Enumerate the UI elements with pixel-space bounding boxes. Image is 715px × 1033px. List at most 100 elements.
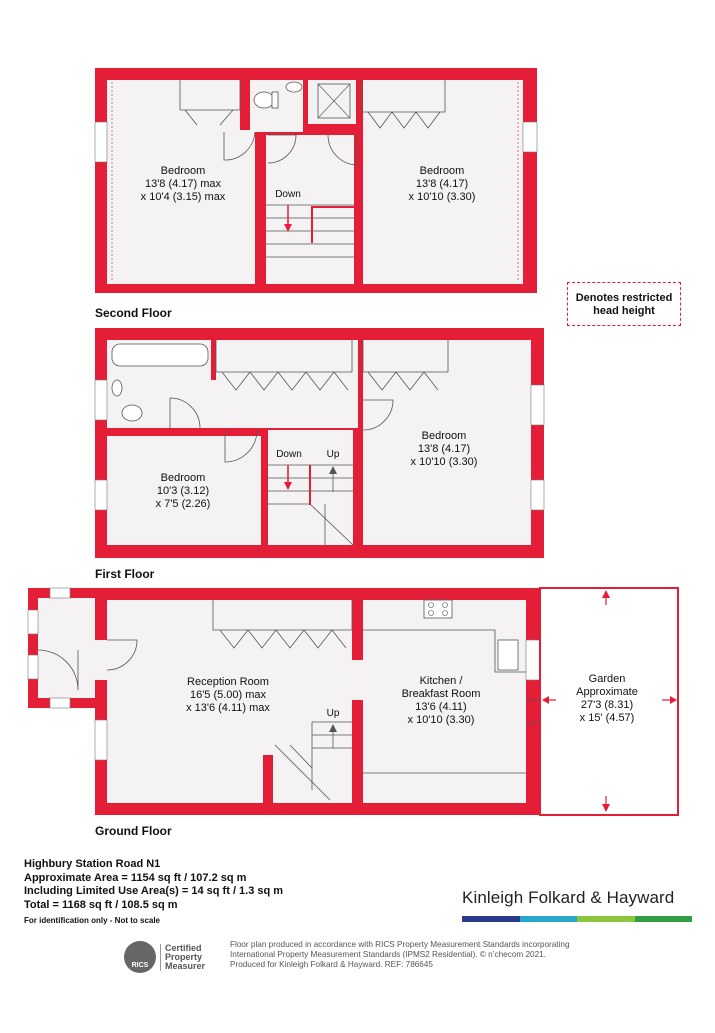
room-name: Breakfast Room <box>402 688 481 700</box>
arrow-down-icon <box>602 804 610 812</box>
floor-title: First Floor <box>95 567 155 581</box>
room-dimensions: x 10'10 (3.30) <box>408 714 475 726</box>
room-dimensions: 10'3 (3.12) <box>157 485 209 497</box>
room-name: Bedroom <box>420 165 465 177</box>
room-dimensions: 27'3 (8.31) <box>581 699 633 711</box>
second-floor-bedroom-right <box>363 80 523 284</box>
restricted-height-legend-box <box>567 282 681 326</box>
door-icon <box>224 429 258 463</box>
sink-icon <box>497 639 519 671</box>
address: Highbury Station Road N1 <box>24 858 161 870</box>
first-floor-bedroom-right <box>363 340 531 545</box>
wardrobe-icon <box>215 340 353 391</box>
arrow-down-icon <box>284 224 292 232</box>
door-icon <box>267 134 297 164</box>
room-name: Bedroom <box>422 430 467 442</box>
garden <box>539 587 679 816</box>
wardrobe-icon <box>362 340 449 391</box>
reception-room <box>107 600 352 803</box>
window-icon <box>530 479 545 511</box>
brand-color-bars <box>462 916 692 922</box>
bath-icon <box>111 343 209 367</box>
room-dimensions: x 13'6 (4.11) max <box>186 702 270 714</box>
arrow-left-icon <box>542 696 549 704</box>
first-floor-landing <box>213 340 358 428</box>
floor-plan-drawing: Bedroom 13'8 (4.17) max x 10'4 (3.15) ma… <box>27 68 679 838</box>
window-icon <box>94 479 108 511</box>
kitchen-worktop <box>363 629 526 774</box>
front-door-icon <box>37 649 79 691</box>
scale-note: For identification only - Not to scale <box>24 916 161 925</box>
brand-bar <box>462 916 520 922</box>
toilet-icon <box>253 91 275 109</box>
disclaimer: Floor plan produced in accordance with R… <box>230 940 570 969</box>
property-info: Highbury Station Road N1 Approximate Are… <box>24 858 283 928</box>
stairs-label: Down <box>276 449 302 460</box>
door-icon <box>106 639 138 671</box>
basin-icon <box>111 379 123 397</box>
second-floor-shower-room <box>306 80 356 124</box>
room-dimensions: x 7'5 (2.26) <box>156 498 211 510</box>
door-icon <box>169 397 201 429</box>
stairs-label: Down <box>275 189 301 200</box>
rics-badge: RICS Certified Property Measurer <box>124 940 220 974</box>
hob-icon <box>423 599 453 619</box>
total-area: Total = 1168 sq ft / 108.5 sq m <box>24 898 178 911</box>
door-icon <box>327 134 357 166</box>
basin-icon <box>285 81 303 93</box>
window-icon <box>525 639 541 681</box>
arrow-up-icon <box>329 724 337 732</box>
wardrobe-icon <box>212 600 353 649</box>
arrow-up-icon <box>602 590 610 598</box>
room-dimensions: x 10'10 (3.30) <box>411 456 478 468</box>
door-icon <box>362 399 394 431</box>
room-name: Garden <box>589 673 626 685</box>
brand-bar <box>519 916 577 922</box>
approximate-area: Approximate Area = 1154 sq ft / 107.2 sq… <box>24 871 247 884</box>
room-dimensions: x 10'10 (3.30) <box>409 191 476 203</box>
stairs-label: Up <box>327 708 340 719</box>
first-floor-bedroom-left <box>107 436 261 545</box>
room-dimensions: 13'6 (4.11) <box>415 701 466 713</box>
window-icon <box>530 384 545 426</box>
arrow-down-icon <box>284 482 292 490</box>
room-name: Reception Room <box>187 676 269 688</box>
toilet-icon <box>121 404 143 422</box>
ground-floor-stairs <box>274 721 352 801</box>
ground-floor-plan <box>27 587 679 816</box>
wardrobe-icon <box>361 80 446 129</box>
arrow-right-icon <box>670 696 677 704</box>
stairs-label: Up <box>327 449 340 460</box>
shower-icon <box>317 83 351 119</box>
window-icon <box>27 654 39 680</box>
floor-title: Second Floor <box>95 306 172 320</box>
room-dimensions: 16'5 (5.00) max <box>190 689 267 701</box>
window-icon <box>522 121 538 153</box>
room-name: Bedroom <box>161 472 206 484</box>
second-floor-plan <box>94 68 538 293</box>
room-dimensions: x 10'4 (3.15) max <box>141 191 226 203</box>
room-name: Approximate <box>576 686 638 698</box>
second-floor-landing <box>266 135 354 284</box>
second-floor-bedroom-left <box>107 80 255 284</box>
window-icon <box>49 697 71 709</box>
room-dimensions: 13'8 (4.17) <box>416 178 468 190</box>
window-icon <box>27 609 39 635</box>
room-dimensions: 13'8 (4.17) max <box>145 178 222 190</box>
agent-logo: Kinleigh Folkard & Hayward <box>462 888 675 907</box>
room-dimensions: x 15' (4.57) <box>580 712 635 724</box>
limited-use-area: Including Limited Use Area(s) = 14 sq ft… <box>24 885 284 897</box>
restricted-height-legend: Denotes restricted head height <box>575 292 673 317</box>
window-icon <box>94 379 108 421</box>
first-floor-plan <box>94 328 545 558</box>
room-dimensions: 13'8 (4.17) <box>418 443 470 455</box>
window-icon <box>49 587 71 599</box>
window-icon <box>94 121 108 163</box>
room-name: Kitchen / <box>420 675 464 687</box>
door-icon <box>223 131 256 161</box>
kitchen-breakfast-room <box>363 600 526 803</box>
wardrobe-icon <box>179 80 241 126</box>
window-icon <box>94 719 108 761</box>
rics-certified-text: Certified Property Measurer <box>160 943 205 971</box>
floor-title: Ground Floor <box>95 824 172 838</box>
